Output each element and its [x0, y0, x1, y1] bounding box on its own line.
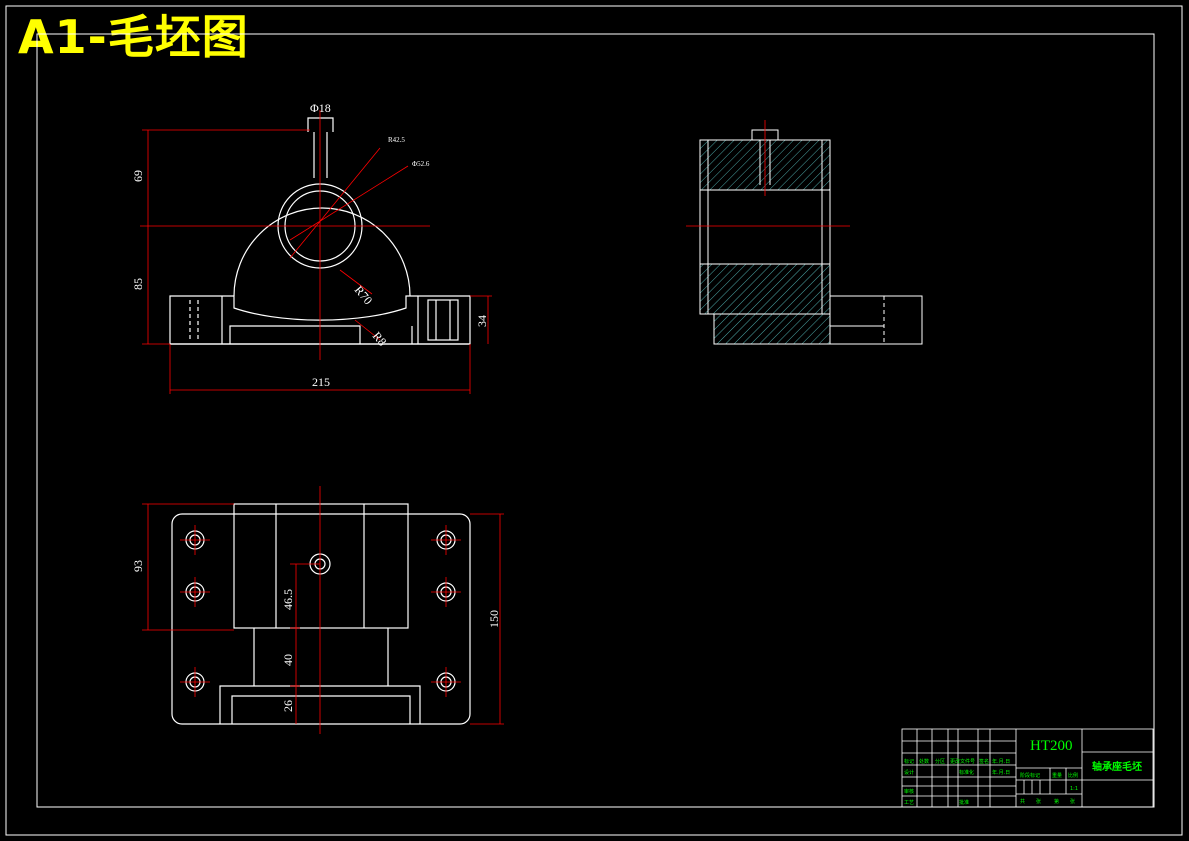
material-label: HT200 [1030, 738, 1073, 754]
sheet-inner-border [36, 33, 1155, 808]
tb-scale-value: 1:1 [1070, 786, 1078, 792]
tb-sheet1: 张 [1036, 798, 1041, 805]
dim-inner-26: 26 [281, 700, 295, 712]
top-view [171, 503, 471, 725]
tb-review: 审核 [904, 788, 914, 795]
tb-design: 设计 [904, 769, 914, 776]
side-view-centerlines [686, 120, 850, 227]
dim-radius-small: R8 [370, 329, 390, 349]
dim-height-bottom: 85 [131, 278, 145, 290]
tb-number: 第 [1054, 798, 1059, 805]
tb-sign: 签名 [979, 758, 989, 765]
tb-date2: 年.月.日 [992, 769, 1010, 776]
drawing-title: A1-毛坯图 [18, 10, 249, 64]
dim-base-thickness: 34 [475, 315, 489, 327]
tb-scale: 比例 [1068, 772, 1078, 779]
top-view-dimensions [142, 486, 504, 734]
dim-depth-total: 150 [487, 610, 501, 628]
tb-date: 年.月.日 [992, 758, 1010, 765]
dim-radius-arc: R70 [352, 283, 376, 307]
tb-zone: 分区 [935, 758, 945, 765]
tb-change-no: 更改文件号 [950, 758, 975, 765]
dim-bore-outer: R42.5 [388, 136, 405, 144]
tb-total: 共 [1020, 798, 1025, 805]
side-section-view [699, 129, 923, 345]
dim-width-total: 215 [312, 375, 330, 389]
dim-shaft-dia: Φ18 [310, 101, 331, 115]
front-view-dimensions [140, 110, 492, 394]
tb-sheet2: 张 [1070, 798, 1075, 805]
tb-stage: 阶段标记 [1020, 772, 1040, 779]
tb-standard: 标准化 [959, 769, 974, 776]
dim-inner-465: 46.5 [281, 589, 295, 610]
part-name: 轴承座毛坯 [1092, 760, 1142, 773]
tb-weight: 重量 [1052, 772, 1062, 779]
tb-process: 工艺 [904, 800, 914, 806]
dim-depth-top: 93 [131, 560, 145, 572]
dim-bore-inner: Φ52.6 [412, 160, 430, 168]
dim-height-top: 69 [131, 170, 145, 182]
sheet-outer-border [5, 5, 1183, 836]
tb-mark: 标记 [904, 758, 914, 765]
tb-count: 处数 [919, 758, 929, 765]
title-block [901, 728, 1154, 808]
dim-inner-40: 40 [281, 654, 295, 666]
tb-approve: 批准 [959, 799, 969, 806]
